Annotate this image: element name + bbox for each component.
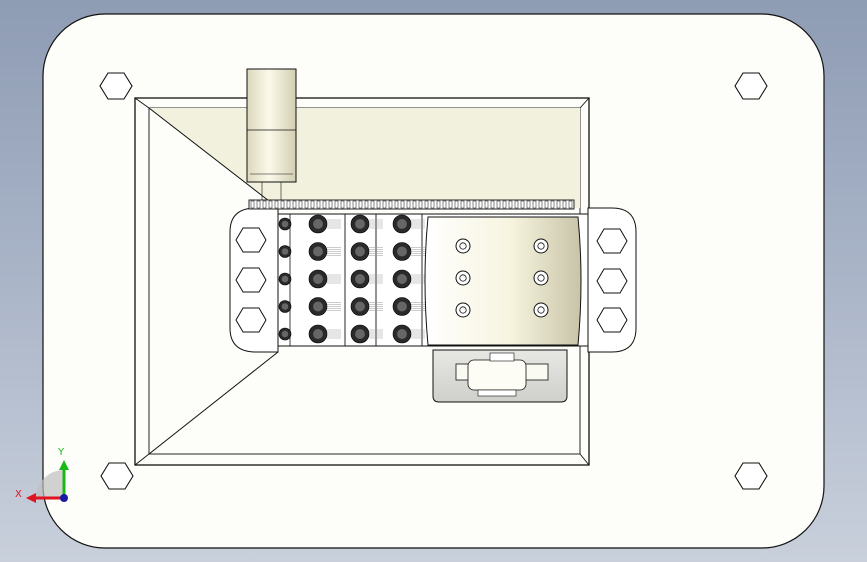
roller (308, 269, 341, 289)
hex-nut-top-left[interactable] (99, 72, 133, 100)
motor-bracket[interactable] (432, 349, 568, 403)
roller (308, 297, 341, 316)
roller (392, 242, 425, 261)
roller (392, 297, 425, 316)
y-axis-arrow (59, 460, 69, 470)
x-axis-arrow (26, 493, 36, 503)
left-end-plate[interactable] (229, 207, 279, 353)
roller (278, 217, 292, 231)
roller (308, 242, 341, 261)
triad-background (36, 470, 64, 498)
drive-motor[interactable] (246, 68, 297, 200)
roller (350, 242, 383, 261)
right-hex-2 (596, 268, 628, 294)
roller (308, 324, 341, 344)
right-end-plate[interactable] (587, 207, 637, 353)
roller (350, 324, 383, 344)
drum-hole (533, 238, 549, 254)
y-axis-label: Y (57, 447, 65, 458)
roller (350, 297, 383, 316)
hex-nut-bottom-right[interactable] (734, 462, 768, 490)
x-axis-label: X (15, 489, 22, 500)
right-hex-3 (596, 307, 628, 333)
roller (278, 327, 292, 341)
left-hex-2 (235, 267, 267, 293)
drum[interactable] (424, 216, 582, 346)
roller (278, 300, 292, 313)
roller (278, 272, 292, 286)
right-hex-1 (596, 228, 628, 254)
roller (278, 245, 292, 258)
z-axis-dot (60, 494, 68, 502)
gear-rack[interactable] (248, 199, 575, 210)
roller (392, 214, 425, 234)
drum-hole (455, 238, 471, 254)
roller (350, 214, 383, 234)
roller (392, 269, 425, 289)
drum-hole (455, 302, 471, 318)
roller (350, 269, 383, 289)
left-hex-1 (235, 227, 267, 253)
drum-hole (533, 270, 549, 286)
hex-nut-top-right[interactable] (734, 72, 768, 100)
drum-hole (533, 302, 549, 318)
roller (392, 324, 425, 344)
hex-nut-bottom-left[interactable] (100, 462, 134, 490)
roller (308, 214, 341, 234)
drum-hole (455, 270, 471, 286)
axis-triad: Y X (15, 447, 69, 503)
left-hex-3 (235, 307, 267, 333)
